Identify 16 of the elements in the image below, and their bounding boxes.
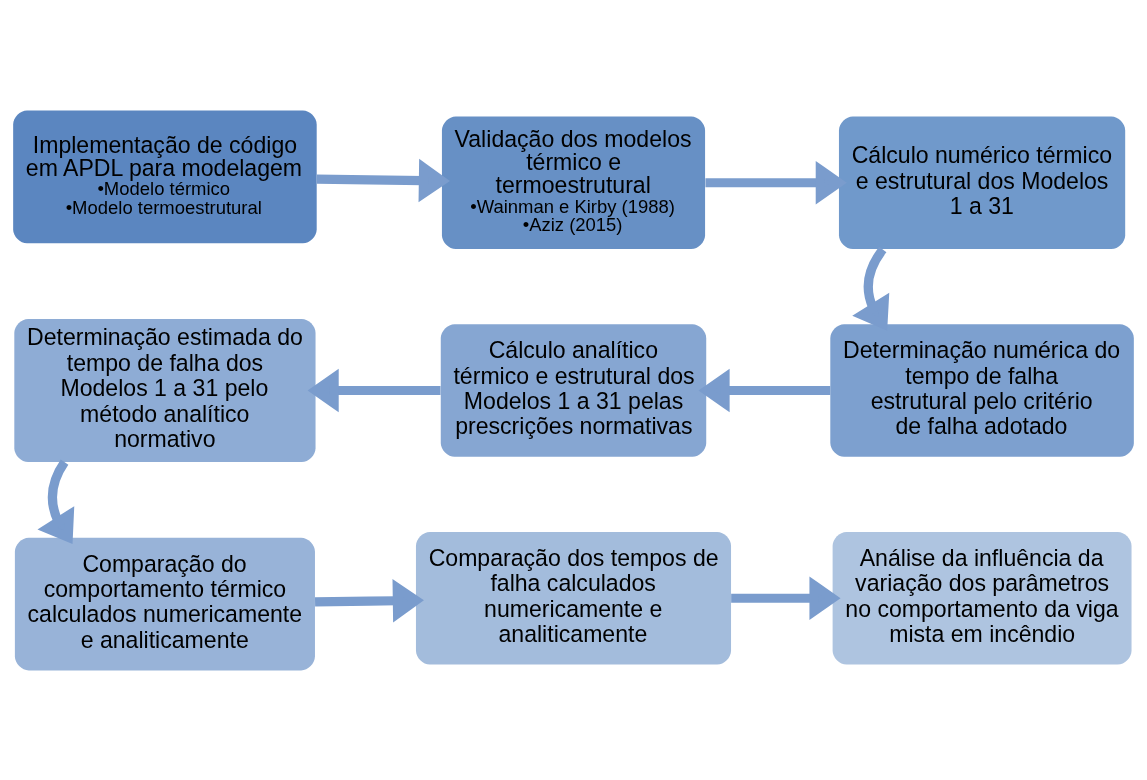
arrow <box>698 368 831 412</box>
arrow <box>705 160 847 205</box>
node-box: Cálculo numérico térmico e estrutural dos Modelos 1 a 31 <box>838 115 1126 249</box>
node-box: Validação dos modelos térmico e termoestrutural •Wainman e Kirby (1988) •Aziz (2015) <box>441 115 706 249</box>
node-box: Comparação do comportamento térmico calculados numericamente e analiticamente <box>14 537 315 670</box>
node-box: Determinação numérica do tempo de falha estrutural pelo critério de falha adotado <box>830 323 1134 457</box>
arrow <box>307 368 441 412</box>
node-box: Implementação de código em APDL para modelagem •Modelo térmico •Modelo termoestrutural <box>13 110 317 243</box>
arrow <box>315 578 424 623</box>
arrow <box>37 459 75 544</box>
node-box: Análise da influência da variação dos parâmetros no comportamento da viga mista em incêndio <box>832 531 1132 665</box>
arrow <box>731 575 841 620</box>
node-box: Comparação dos tempos de falha calculados numericamente e analiticamente <box>415 531 732 665</box>
node-box: Cálculo analítico térmico e estrutural dos Modelos 1 a 31 pelas prescrições normativas <box>440 323 707 457</box>
arrow <box>316 158 450 202</box>
node-box: Determinação estimada do tempo de falha dos Modelos 1 a 31 pelo método analítico normativo <box>14 318 316 462</box>
